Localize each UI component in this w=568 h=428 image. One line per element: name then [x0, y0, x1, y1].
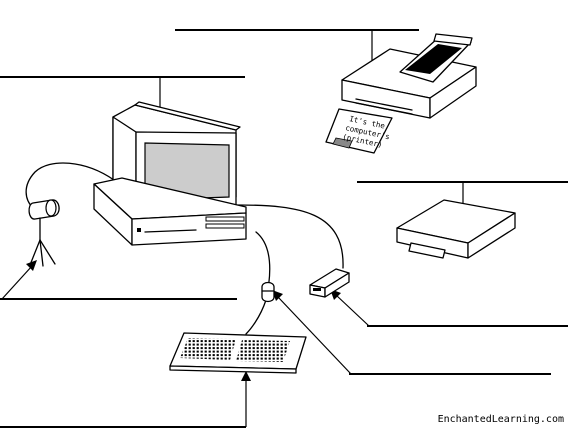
zip-drive-cable [237, 204, 344, 269]
microphone-icon [28, 199, 60, 267]
scanner-icon [341, 33, 477, 119]
zip-drive-icon [309, 268, 350, 298]
computer-case-icon [93, 177, 247, 246]
arrow-keyboard [241, 371, 251, 381]
keyboard-icon [169, 332, 307, 374]
monitor-screen [144, 142, 230, 201]
printed-paper: It's the computer's (printer) [325, 108, 393, 154]
label-mouse [272, 290, 551, 375]
printer-icon [396, 199, 516, 259]
mouse-icon [261, 281, 275, 303]
label-keyboard [0, 371, 251, 428]
label-microphone [0, 260, 237, 300]
credit-text[interactable]: EnchantedLearning.com [437, 414, 564, 425]
arrow-microphone [26, 260, 37, 271]
label-zip-drive [330, 289, 568, 327]
arrow-mouse [272, 290, 283, 301]
microphone-cable [25, 162, 115, 209]
monitor-icon [112, 101, 241, 215]
